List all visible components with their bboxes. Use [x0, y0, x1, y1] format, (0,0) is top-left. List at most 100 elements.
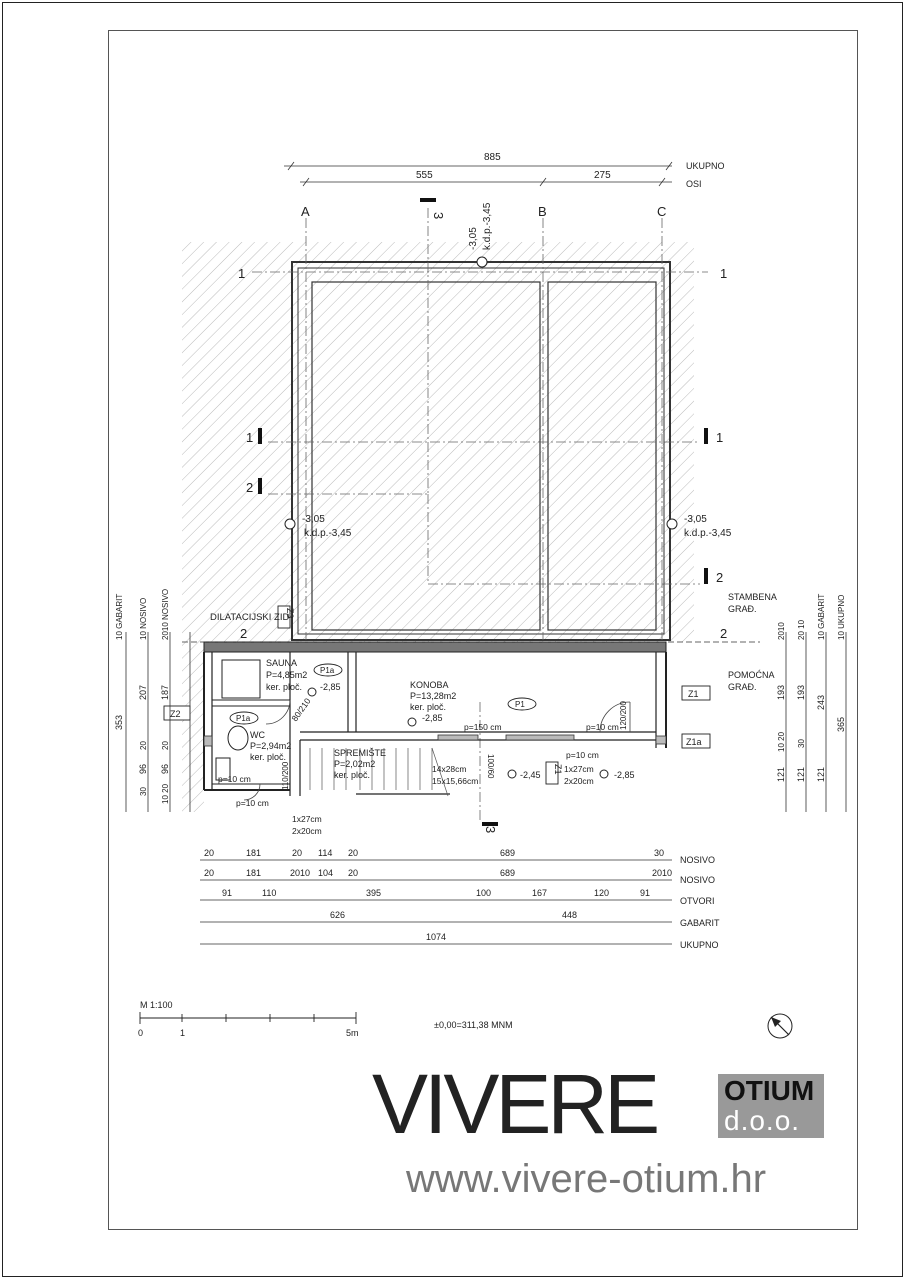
bottom-r2-v1: 181 — [246, 868, 261, 878]
right-dim-ukupno: 10 UKUPNO — [837, 595, 846, 640]
stairs — [309, 747, 449, 797]
left-dim-353: 353 — [114, 715, 124, 730]
north-arrow-icon — [767, 1013, 793, 1039]
bottom-dimensions — [200, 859, 672, 945]
stambena-label: STAMBENA — [728, 592, 777, 602]
wc-floor: ker. ploč. — [250, 752, 286, 762]
sauna-area: P=4,85m2 — [266, 670, 307, 680]
section-3-top: 3 — [431, 212, 446, 219]
bottom-r3-v3: 100 — [476, 888, 491, 898]
dim-axes-a: 555 — [416, 170, 433, 181]
datum-level: ±0,00=311,38 MNM — [434, 1020, 513, 1030]
level-right-kdp: k.d.p.-3,45 — [684, 528, 732, 539]
door-120: 120/200 — [619, 701, 628, 730]
bottom-r1-v6: 30 — [654, 848, 664, 858]
opening-p150: p=150 cm — [464, 722, 502, 732]
bottom-r2-v0: 20 — [204, 868, 214, 878]
company-url[interactable]: www.vivere-otium.hr — [406, 1157, 767, 1201]
spremiste-name: SPREMIŠTE — [334, 748, 386, 758]
wc-area: P=2,94m2 — [250, 741, 291, 751]
right-dim-193-a: 193 — [776, 685, 786, 700]
left-dim-nosivo-1: 10 NOSIVO — [139, 598, 148, 640]
bottom-r1-v0: 20 — [204, 848, 214, 858]
pomocna-label-2: GRAĐ. — [728, 682, 757, 692]
opening-p10-a: p=10 cm — [586, 722, 619, 732]
bottom-r3-label: OTVORI — [680, 896, 715, 906]
bottom-r3-v2: 395 — [366, 888, 381, 898]
wall-z1-inner: Z1 — [553, 764, 563, 775]
bottom-r4-v1: 448 — [562, 910, 577, 920]
door-swings — [243, 699, 631, 801]
step-1b: 2x20cm — [292, 826, 322, 836]
scale-tick-1: 1 — [180, 1028, 185, 1038]
bottom-r1-v5: 689 — [500, 848, 515, 858]
bottom-r1-v4: 20 — [348, 848, 358, 858]
wall-z3: Z3 — [285, 608, 295, 619]
section-2-left: 2 — [240, 626, 247, 641]
section-2-mark-right: 2 — [716, 570, 723, 585]
bottom-r3-v6: 91 — [640, 888, 650, 898]
bottom-r3-v0: 91 — [222, 888, 232, 898]
scale-tick-0: 0 — [138, 1028, 143, 1038]
door-sauna: 80/210 — [289, 696, 312, 723]
level-markers — [284, 256, 678, 779]
section-3-bottom: 3 — [483, 826, 498, 833]
axis-c: C — [657, 204, 666, 219]
left-dim-20-c: 10 20 — [161, 783, 170, 804]
left-dim-gabarit: 10 GABARIT — [115, 594, 124, 640]
konoba-floor: ker. ploč. — [410, 702, 446, 712]
bottom-r3-v5: 120 — [594, 888, 609, 898]
section-1-right: 1 — [720, 266, 727, 281]
logo-otium: OTIUM — [724, 1075, 815, 1106]
upper-structure — [291, 261, 671, 641]
step-2b: 2x20cm — [564, 776, 594, 786]
right-dim-365: 365 — [836, 717, 846, 732]
dim-axes-label: OSI — [686, 179, 702, 189]
left-dim-20-b: 20 — [161, 741, 170, 750]
spremiste-area: P=2,02m2 — [334, 759, 375, 769]
ground-hatch-left — [182, 642, 204, 812]
konoba-area: P=13,28m2 — [410, 691, 456, 701]
section-markers — [258, 198, 708, 826]
step-2a: 1x27cm — [564, 764, 594, 774]
opening-p10-b: p=10 cm — [566, 750, 599, 760]
bottom-r2-label: NOSIVO — [680, 875, 715, 885]
level-right: -3,05 — [684, 514, 707, 525]
left-dim-30: 30 — [139, 787, 148, 796]
logo-vivere: VIVERE — [372, 1057, 660, 1151]
drawing-labels: 885 UKUPNO 555 275 OSI A B C 1 1 1 1 2 2… — [114, 152, 846, 1038]
stair-size-2: 15x15,66cm — [432, 776, 478, 786]
konoba-tag: P1 — [515, 700, 525, 709]
level-285: -2,85 — [614, 770, 635, 780]
left-dim-207: 207 — [138, 685, 148, 700]
bottom-r1-v3: 114 — [318, 848, 332, 858]
right-dim-30: 30 — [797, 739, 806, 748]
wall-z2: Z2 — [170, 709, 181, 719]
wc-tag: P1a — [236, 714, 251, 723]
section-1-left: 1 — [238, 266, 245, 281]
axis-lines — [252, 208, 708, 820]
logo-box — [718, 1074, 824, 1138]
bottom-r5-v0: 1074 — [426, 932, 446, 942]
scale-label: M 1:100 — [140, 1000, 173, 1010]
wall-z1a: Z1a — [686, 737, 702, 747]
bottom-r1-v2: 20 — [292, 848, 302, 858]
right-dim-1020: 10 20 — [777, 731, 786, 752]
wall-tag-boxes — [163, 605, 711, 785]
right-dim-121-c: 121 — [816, 767, 826, 782]
side-dimensions — [125, 632, 847, 812]
level-245: -2,45 — [520, 770, 541, 780]
step-1a: 1x27cm — [292, 814, 322, 824]
left-dim-187: 187 — [160, 685, 170, 700]
bottom-r2-v6: 2010 — [652, 868, 672, 878]
level-top: -3,05 — [468, 227, 479, 250]
left-dim-20-a: 20 — [139, 741, 148, 750]
right-dim-2010-b: 20 10 — [797, 619, 806, 640]
bottom-r1-label: NOSIVO — [680, 855, 715, 865]
company-logo: VIVERE OTIUM d.o.o. — [372, 1062, 824, 1148]
konoba-name: KONOBA — [410, 680, 449, 690]
window-100: 100/60 — [486, 754, 495, 779]
sauna-tag: P1a — [320, 666, 335, 675]
level-left: -3,05 — [302, 514, 325, 525]
konoba-level: -2,85 — [422, 713, 443, 723]
